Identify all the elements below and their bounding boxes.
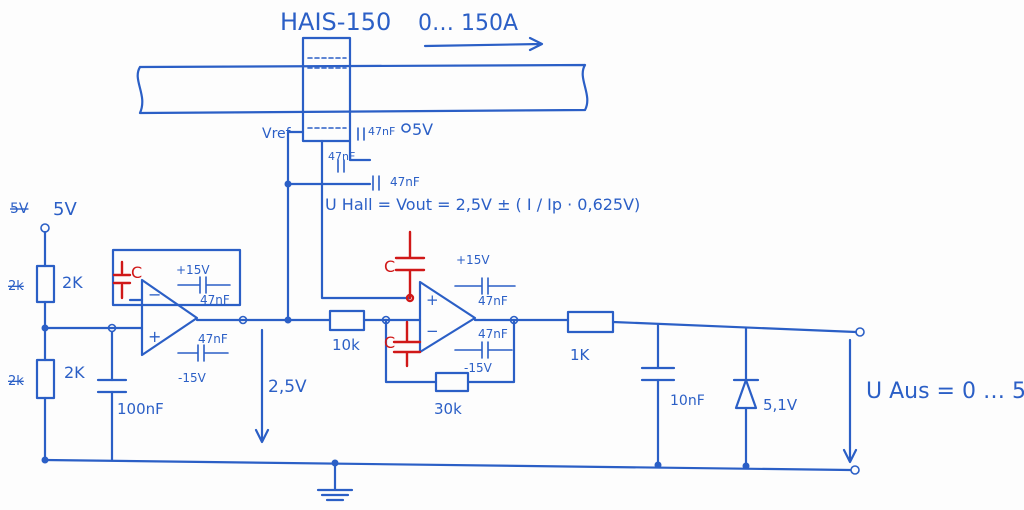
output-wire [611, 320, 858, 334]
output-terminal-bottom [850, 465, 860, 475]
zener-diode [732, 378, 760, 410]
sensor-c2: 47nF [328, 150, 355, 163]
cap-10n-plates [640, 366, 676, 382]
resistor-bottom [35, 358, 56, 400]
resistor-top [35, 264, 56, 304]
op1-plus: + [148, 327, 161, 346]
op1-minus: − [148, 285, 161, 304]
resistor-30k [434, 371, 470, 393]
op1-c-top: 47nF [200, 293, 230, 307]
current-arrow [423, 36, 544, 52]
r-top-label: 2K [62, 273, 83, 292]
opamp1-bot-cap [177, 344, 229, 362]
red-cap-3 [392, 320, 422, 368]
supply-left-struck: 5V [10, 201, 29, 217]
feedback-loop [384, 318, 516, 384]
sensor-cap-2 [337, 159, 345, 173]
supply-terminal-left [40, 223, 50, 233]
hall-sensor [301, 36, 352, 143]
output-voltage-arrow [842, 338, 858, 464]
r30k-label: 30k [434, 400, 462, 418]
opamp2-top-cap [454, 277, 516, 295]
hall-equation: U Hall = Vout = 2,5V ± ( I / Ip · 0,625V… [325, 195, 640, 214]
node-gnd-1 [41, 456, 49, 464]
c10n-label: 10nF [670, 393, 705, 409]
op1-plus15: +15V [176, 263, 210, 277]
output-terminal-top [855, 327, 865, 337]
op2-c-top: 47nF [478, 294, 508, 308]
c100n-plates [96, 378, 128, 394]
title-label: HAIS-150 [280, 8, 391, 36]
sensor-cap-1 [357, 127, 365, 141]
op1-minus15: -15V [178, 371, 207, 385]
supply-top-label: 5V [412, 120, 433, 139]
r1k-label: 1K [570, 346, 591, 364]
red-cap-1 [112, 260, 132, 300]
uaus-label: U Aus = 0 … 5 [866, 379, 1024, 404]
sensor-cap-3 [372, 175, 380, 191]
bus-bar [136, 63, 589, 115]
resistor-1k [566, 310, 615, 334]
node-vref [284, 180, 292, 188]
ground-rail [43, 458, 852, 472]
sensor-gnd-line [286, 139, 372, 186]
red-c3-label: C [384, 333, 395, 352]
sensor-dash [307, 57, 347, 129]
op2-plus: + [426, 291, 439, 309]
ground-symbol [316, 461, 354, 502]
node-gnd-3 [654, 461, 662, 469]
zener-label: 5,1V [763, 396, 798, 414]
opamp2-bot-cap [454, 341, 513, 359]
resistor-10k [328, 309, 366, 332]
node-gnd-4 [742, 462, 750, 470]
sensor-out-line [320, 139, 412, 300]
r10k-label: 10k [332, 336, 360, 354]
sensor-c1: 47nF [368, 125, 395, 138]
c100n-label: 100nF [117, 400, 164, 418]
red-c2-label: C [384, 257, 395, 276]
red-c1-label: C [131, 263, 142, 282]
sensor-c3: 47nF [390, 175, 420, 189]
node-opamp1-out2 [238, 315, 248, 325]
r-bottom-label: 2K [64, 363, 85, 382]
vref-label: Vref [262, 126, 292, 142]
op2-minus: − [426, 322, 439, 340]
v25-label: 2,5V [268, 377, 307, 397]
r-struck-top: 2k [8, 279, 24, 294]
opamp1-top-cap [177, 276, 231, 294]
red-cap-2-node [405, 293, 415, 303]
op2-minus15: -15V [464, 361, 493, 375]
v25-arrow [254, 328, 270, 444]
supply-left-label: 5V [53, 199, 77, 220]
sensor-terminal [401, 123, 411, 133]
range-label: 0… 150A [418, 11, 518, 36]
opamp1 [140, 278, 199, 357]
opamp2 [418, 280, 477, 354]
op2-plus15: +15V [456, 253, 490, 267]
vref-line [286, 130, 305, 324]
red-cap-2 [394, 230, 426, 300]
node-opamp1-out [284, 316, 292, 324]
op1-c-bot: 47nF [198, 332, 228, 346]
node-divider [41, 324, 49, 332]
op2-c-bot: 47nF [478, 327, 508, 341]
r-struck-bottom: 2k [8, 374, 24, 389]
